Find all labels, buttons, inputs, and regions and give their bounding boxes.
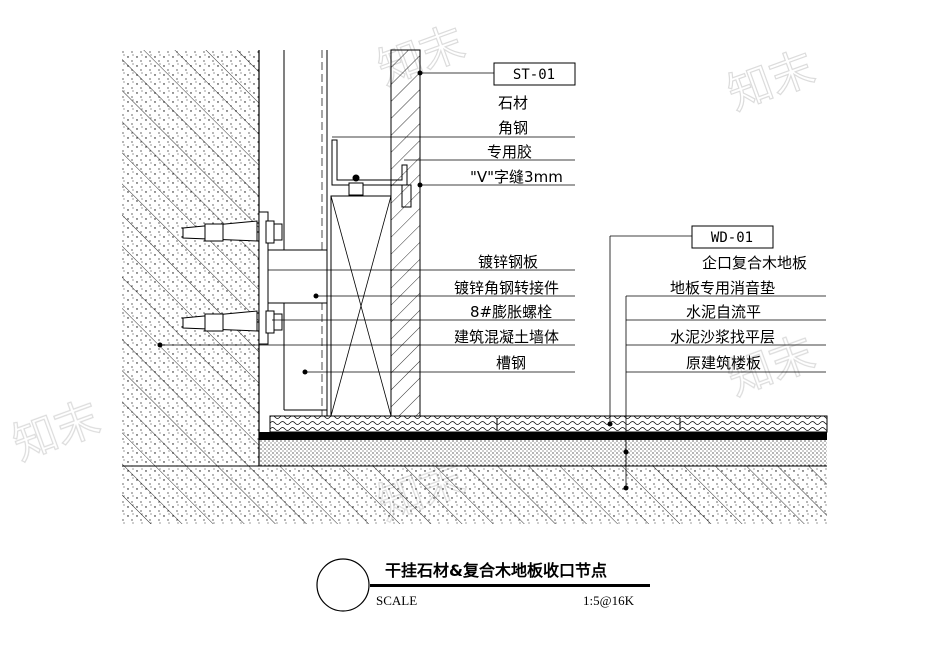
label-adhesive: 专用胶	[487, 143, 532, 161]
title-circle	[316, 558, 370, 612]
label-mortar: 水泥沙浆找平层	[670, 328, 775, 346]
mortar-layer	[259, 440, 827, 466]
tag-wood-text: WD-01	[711, 230, 753, 246]
leader-lines	[160, 72, 826, 488]
cavity-frame	[330, 50, 392, 417]
self-leveling-layer	[259, 432, 827, 440]
scale-value: 1:5@16K	[583, 593, 635, 608]
label-concrete-wall: 建筑混凝土墙体	[454, 328, 559, 346]
title-block: 干挂石材&复合木地板收口节点 SCALE 1:5@16K	[316, 558, 650, 612]
expansion-bolt	[182, 220, 283, 244]
label-wood-floor: 企口复合木地板	[702, 254, 807, 272]
label-steel-plate: 镀锌钢板	[478, 253, 538, 271]
label-stone: 石材	[498, 94, 528, 112]
label-underlay: 地板专用消音垫	[670, 279, 775, 297]
concrete-wall	[122, 50, 260, 466]
label-angle-steel: 角钢	[498, 119, 528, 137]
watermark-text: 知末	[371, 17, 471, 95]
scale-label: SCALE	[376, 593, 417, 608]
label-channel-steel: 槽钢	[496, 354, 526, 372]
stone-panel	[390, 49, 421, 417]
title-underline	[370, 584, 650, 587]
expansion-bolt	[182, 310, 283, 334]
tag-stone: ST-01	[493, 62, 576, 86]
label-bracket: 镀锌角钢转接件	[454, 279, 559, 297]
label-v-joint: "V"字缝3mm	[470, 168, 563, 186]
drawing-title: 干挂石材&复合木地板收口节点	[385, 561, 607, 580]
wood-floor	[269, 415, 828, 433]
floor-slab	[122, 465, 827, 524]
channel-steel	[283, 50, 328, 416]
label-bolt: 8#膨胀螺栓	[470, 303, 552, 321]
label-slab: 原建筑楼板	[686, 354, 761, 372]
watermark-text: 知末	[721, 42, 821, 120]
label-self-leveling: 水泥自流平	[686, 303, 761, 321]
leader-dots	[157, 70, 629, 491]
tag-wood: WD-01	[691, 225, 774, 249]
watermark-text: 知末	[6, 392, 106, 470]
tag-stone-text: ST-01	[513, 67, 555, 83]
